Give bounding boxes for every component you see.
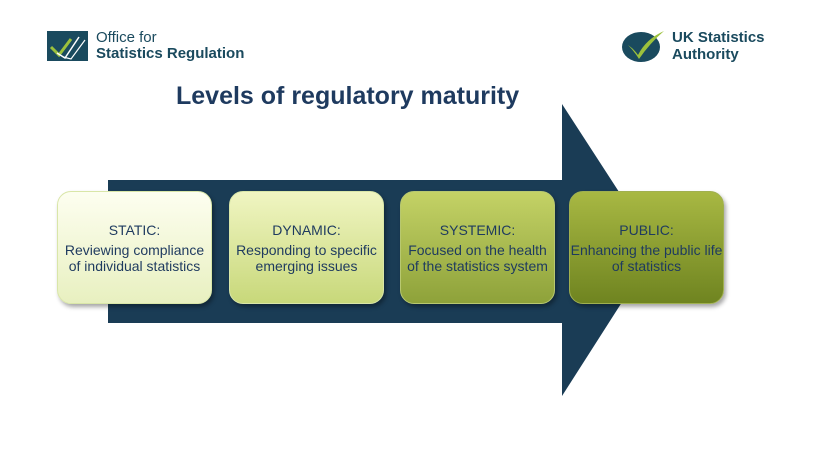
- stage-title: SYSTEMIC:: [439, 221, 516, 238]
- uksa-logo-line1: UK Statistics: [672, 29, 765, 46]
- stage-description: Focused on the health of the statistics …: [407, 241, 548, 274]
- stage-title: PUBLIC:: [619, 221, 674, 238]
- stage-description: Responding to specific emerging issues: [236, 241, 377, 274]
- stage-description: Enhancing the public life of statistics: [570, 241, 723, 274]
- tick-circle-icon: [620, 29, 666, 63]
- stage-public: PUBLIC: Enhancing the public life of sta…: [569, 191, 724, 304]
- stage-systemic: SYSTEMIC: Focused on the health of the s…: [400, 191, 555, 304]
- stage-title: STATIC:: [108, 221, 161, 238]
- osr-logo-line2: Statistics Regulation: [96, 45, 245, 62]
- uksa-logo-line2: Authority: [672, 46, 739, 63]
- uksa-logo: UK Statistics Authority: [620, 29, 765, 63]
- page-title: Levels of regulatory maturity: [176, 82, 520, 110]
- stage-dynamic: DYNAMIC: Responding to specific emerging…: [229, 191, 384, 304]
- stage-title: DYNAMIC:: [272, 221, 341, 238]
- tick-chart-icon: [47, 31, 88, 61]
- osr-logo-line1: Office for: [96, 29, 157, 46]
- stage-static: STATIC: Reviewing compliance of individu…: [57, 191, 212, 304]
- stage-description: Reviewing compliance of individual stati…: [64, 241, 205, 274]
- osr-logo: Office for Statistics Regulation: [47, 30, 244, 62]
